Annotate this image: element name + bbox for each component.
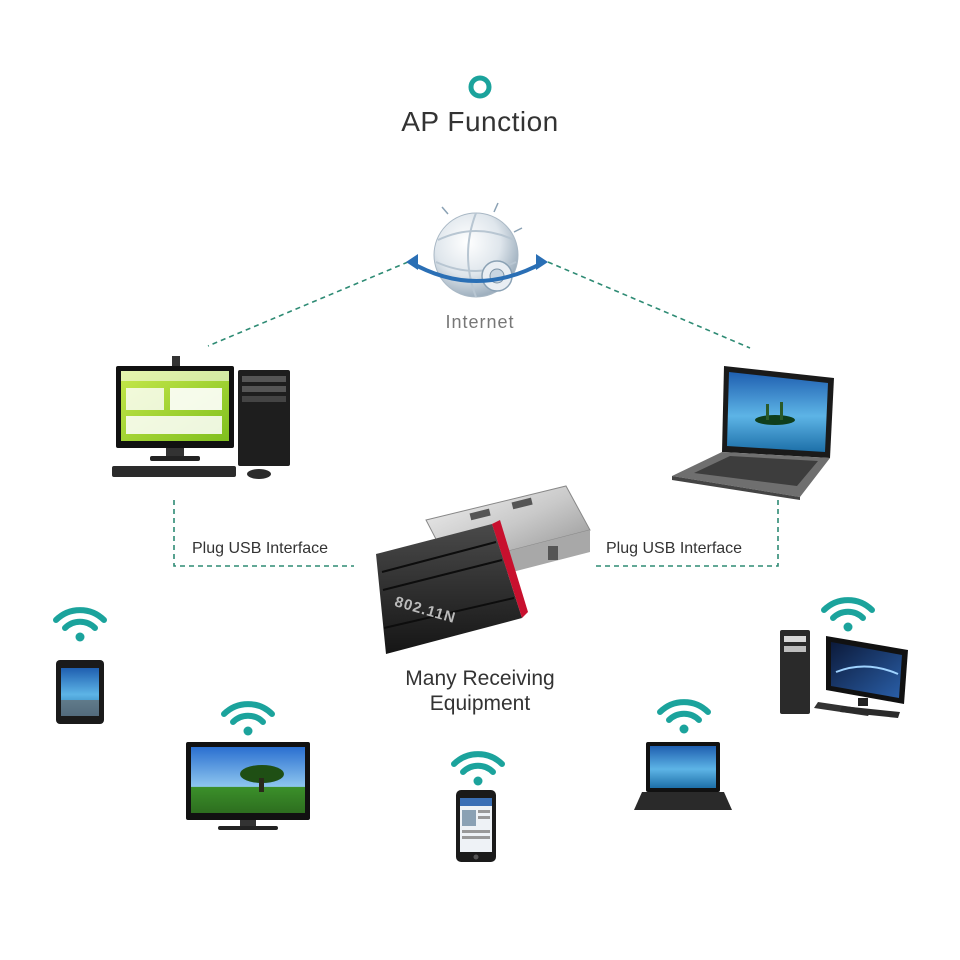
wifi-icon bbox=[451, 751, 505, 786]
smartphone-icon bbox=[456, 790, 496, 862]
usb-adapter-icon: 802.11N bbox=[376, 485, 591, 654]
internet-label: Internet bbox=[445, 312, 515, 332]
receiving-label-line1: Many Receiving bbox=[405, 667, 555, 690]
plug-usb-label-right: Plug USB Interface bbox=[606, 540, 743, 557]
title-ring-icon bbox=[468, 75, 492, 99]
wifi-icon bbox=[53, 607, 107, 642]
page-title: AP Function bbox=[401, 106, 559, 137]
receiving-label-line2: Equipment bbox=[429, 692, 531, 715]
wifi-icon bbox=[657, 699, 711, 734]
wifi-icon bbox=[221, 701, 275, 736]
tv-icon bbox=[186, 742, 310, 830]
plug-usb-label-left: Plug USB Interface bbox=[192, 540, 329, 557]
small-laptop-icon bbox=[634, 742, 732, 810]
wifi-icon bbox=[821, 597, 875, 632]
connection-lines bbox=[173, 261, 779, 567]
laptop-icon bbox=[672, 366, 834, 500]
desktop-pc-icon bbox=[112, 356, 290, 479]
desktop-monitor-icon bbox=[780, 630, 908, 718]
globe-icon bbox=[406, 202, 548, 298]
tablet-icon bbox=[56, 660, 104, 724]
receiving-equipment-label: Many Receiving Equipment bbox=[370, 666, 590, 716]
